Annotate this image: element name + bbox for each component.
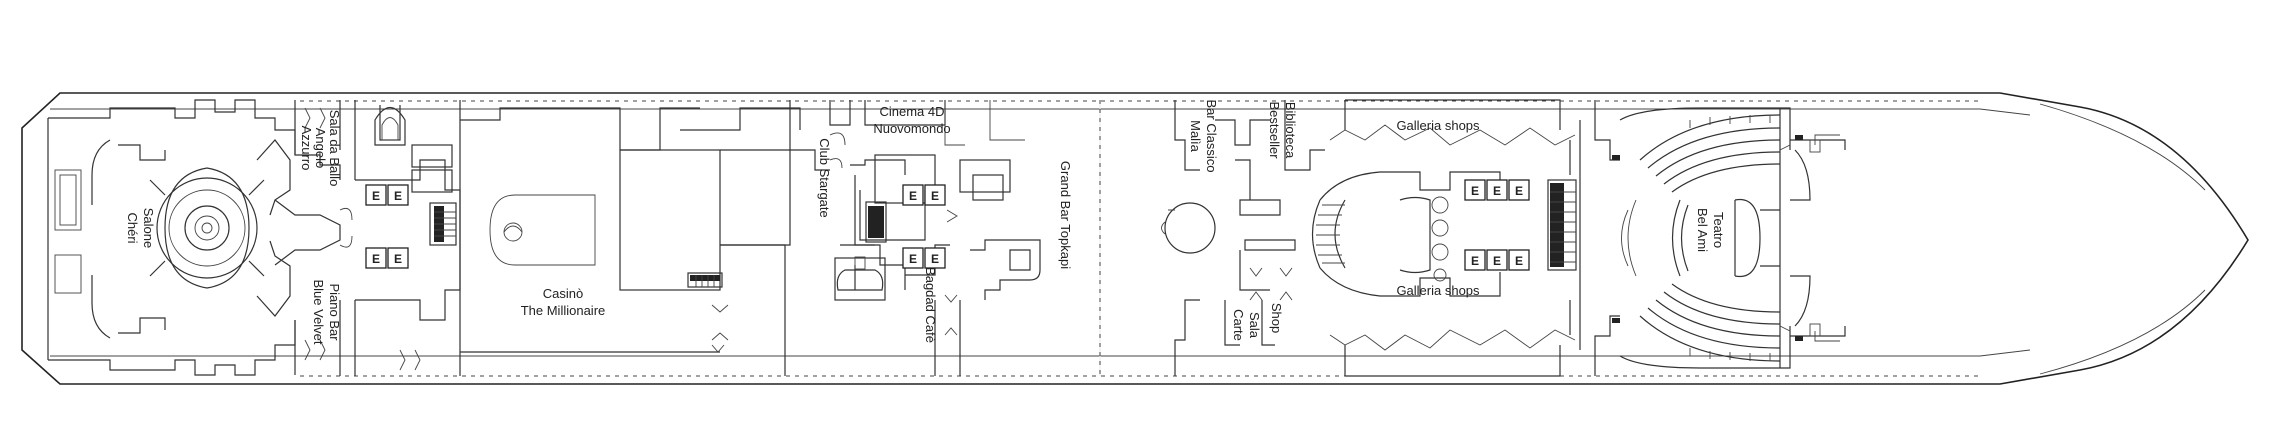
label-sala-ballo: Sala da Ballo Angelo Azzurro [299,110,342,187]
svg-text:E: E [931,189,939,203]
teatro-room [1594,100,1846,376]
svg-text:Malìa: Malìa [1188,120,1203,153]
label-teatro: Teatro Bel Ami [1695,208,1726,252]
svg-text:Piano Bar: Piano Bar [327,283,342,341]
galleria-atrium [1311,99,1581,377]
elevator-bank-mid-top: E E [902,184,946,206]
svg-text:E: E [372,189,380,203]
svg-text:Blue Velvet: Blue Velvet [311,279,326,344]
cafe-stair-block [834,239,1041,376]
svg-text:Sala: Sala [1247,312,1262,339]
elevator-bank-mid-bottom: E E [902,247,946,269]
casino-room [459,100,801,376]
elevator-bank-aft-bottom: E E [365,247,409,269]
stair-aft [429,202,457,246]
svg-text:Casinò: Casinò [543,286,583,301]
elevator-bank-fwd-bottom: E E E [1464,249,1530,271]
club-stargate-zone [687,100,1025,376]
stair-forward [1547,179,1577,271]
svg-text:E: E [1471,254,1479,268]
label-casino: Casinò The Millionaire [521,286,606,318]
svg-text:Cinema 4D: Cinema 4D [879,104,944,119]
salone-cheri-room [47,99,296,376]
label-galleria-bottom: Galleria shops [1396,283,1480,298]
svg-text:Bel Ami: Bel Ami [1695,208,1710,252]
aft-stair-block [354,100,461,376]
label-club-stargate: Club Stargate [817,138,832,218]
svg-text:E: E [1515,184,1523,198]
svg-text:Azzurro: Azzurro [299,126,314,171]
svg-text:E: E [909,189,917,203]
svg-text:Teatro: Teatro [1711,212,1726,248]
elevator-bank-aft-top: E E [365,184,409,206]
svg-text:E: E [372,252,380,266]
svg-text:E: E [909,252,917,266]
svg-text:Sala da Ballo: Sala da Ballo [327,110,342,187]
label-bagdad-cafe: Bagdad Cafè [923,267,938,343]
label-salone-cheri: Salone Chéri [125,208,156,248]
stair-casino [687,272,723,288]
svg-text:Biblioteca: Biblioteca [1283,102,1298,159]
forward-bar-zone [1161,100,1325,376]
svg-text:The Millionaire: The Millionaire [521,303,606,318]
svg-text:E: E [931,252,939,266]
label-biblioteca: Biblioteca Bestseller [1267,101,1298,159]
label-sala-carte: Sala Carte [1231,309,1262,341]
svg-text:Bestseller: Bestseller [1267,101,1282,159]
svg-text:Nuovomondo: Nuovomondo [873,121,950,136]
stair-cinema [865,201,887,243]
label-galleria-top: Galleria shops [1396,118,1480,133]
svg-text:E: E [394,252,402,266]
hull-outline [21,92,2249,385]
svg-text:Angelo: Angelo [313,128,328,168]
elevator-bank-fwd-top: E E E [1464,179,1530,201]
svg-text:Chéri: Chéri [125,212,140,243]
svg-text:E: E [1493,184,1501,198]
label-shop: Shop [1269,303,1284,333]
svg-text:Carte: Carte [1231,309,1246,341]
teatro-seating [1612,115,1803,361]
label-bar-classico: Bar Classico Malìa [1188,100,1219,173]
svg-text:E: E [1515,254,1523,268]
svg-text:Bar Classico: Bar Classico [1204,100,1219,173]
svg-text:Salone: Salone [141,208,156,248]
svg-text:E: E [1493,254,1501,268]
label-piano-bar: Piano Bar Blue Velvet [311,279,342,344]
label-cinema: Cinema 4D Nuovomondo [873,104,950,136]
sala-ballo-zone [274,100,353,376]
label-grand-bar: Grand Bar Topkapi [1058,161,1073,269]
svg-text:E: E [1471,184,1479,198]
svg-text:E: E [394,189,402,203]
